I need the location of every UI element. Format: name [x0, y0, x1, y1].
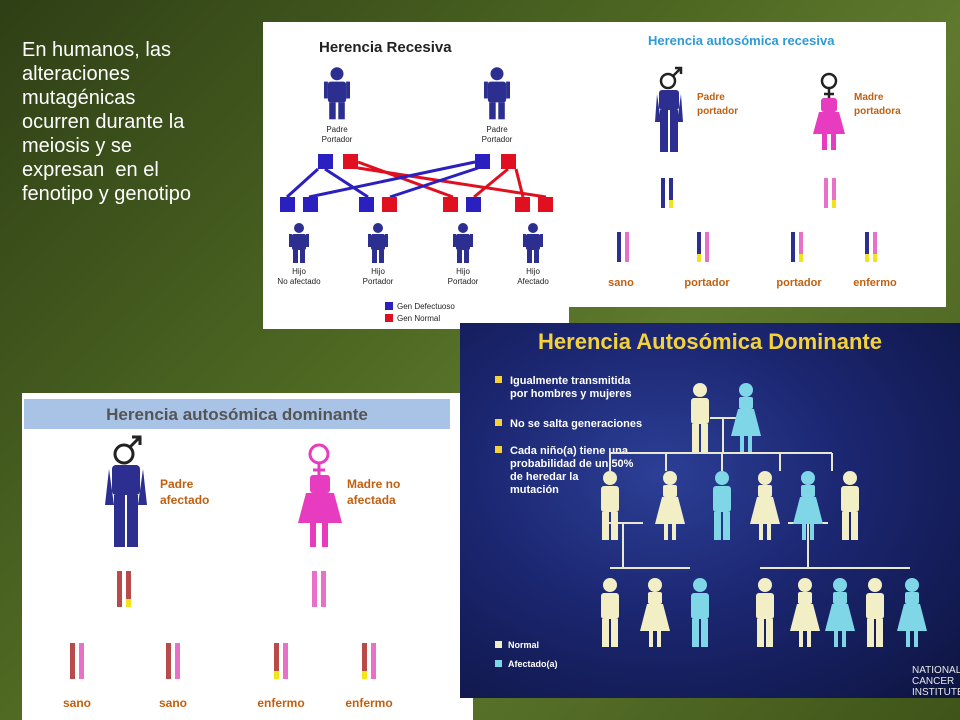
panel-title: Herencia autosómica dominante	[106, 405, 368, 424]
outcome-label: enfermo	[257, 696, 304, 710]
slide-text-line: ocurren durante la	[22, 111, 185, 133]
slide-text-line: En humanos, las	[22, 39, 171, 61]
female-symbol-icon	[820, 72, 838, 98]
legend-label: Gen Defectuoso	[397, 302, 455, 311]
panel-title: Herencia autosómica recesiva	[648, 33, 835, 48]
slide-text-line: mutagénicas	[22, 87, 136, 109]
svg-text:INSTITUTE: INSTITUTE	[912, 687, 960, 698]
outcome-label: enfermo	[853, 277, 897, 289]
panel-title: Herencia Recesiva	[319, 39, 452, 56]
child-figure	[368, 223, 388, 263]
slide-text-line: alteraciones	[22, 63, 130, 85]
slide-text-line: fenotipo y genotipo	[22, 183, 192, 205]
outcome-label: enfermo	[345, 696, 392, 710]
female-symbol-icon	[308, 443, 330, 475]
male-symbol-icon	[659, 66, 683, 90]
outcome-label: sano	[159, 696, 187, 710]
child-figure	[453, 223, 473, 263]
child-figure	[289, 223, 309, 263]
mother-figure	[298, 475, 342, 547]
outcome-label: portador	[684, 277, 730, 289]
legend-label: Gen Normal	[397, 314, 440, 323]
svg-text:NATIONAL: NATIONAL	[912, 665, 960, 676]
legend-label: Normal	[508, 640, 539, 650]
father-figure	[484, 67, 510, 120]
dominant-pedigree-panel: Herencia Autosómica Dominante Igualmente…	[460, 323, 960, 698]
father-figure	[324, 67, 350, 120]
legend-label: Afectado(a)	[508, 659, 558, 669]
outcome-label: portador	[776, 277, 822, 289]
child-figure	[523, 223, 543, 263]
father-figure	[655, 90, 683, 152]
mother-figure	[813, 98, 845, 150]
slide-text-line: meiosis y se	[22, 135, 133, 157]
svg-text:No se salta generaciones: No se salta generaciones	[510, 418, 642, 430]
svg-text:CANCER: CANCER	[912, 676, 954, 687]
male-symbol-icon	[113, 435, 142, 465]
slide-text-line: expresan en el	[22, 159, 159, 181]
outcome-label: sano	[608, 277, 634, 289]
slide-text: En humanos, las alteraciones mutagénicas…	[22, 38, 252, 206]
father-figure	[105, 465, 147, 547]
nci-logo: NATIONAL CANCER INSTITUTE	[912, 665, 960, 698]
outcome-label: sano	[63, 696, 91, 710]
panel-title: Herencia Autosómica Dominante	[538, 329, 882, 354]
